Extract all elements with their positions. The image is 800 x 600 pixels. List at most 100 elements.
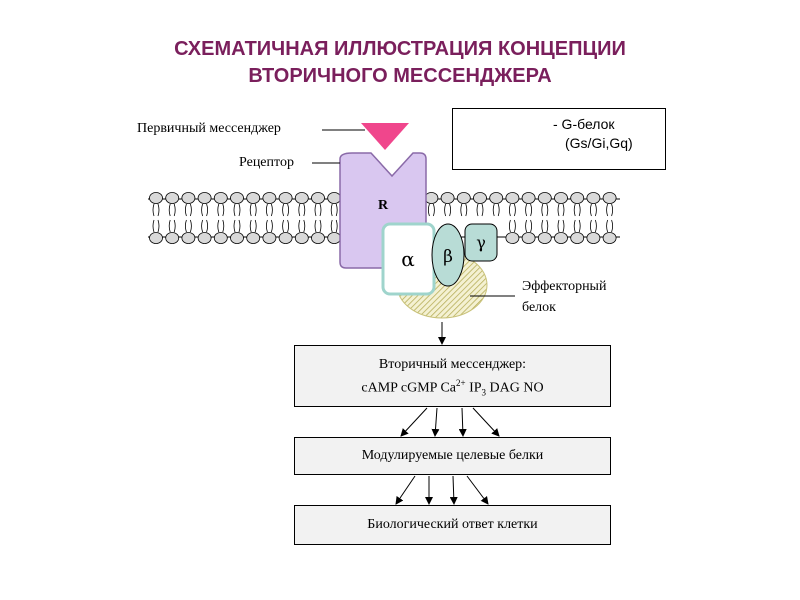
- lipid-head: [602, 232, 617, 244]
- lipid-head: [456, 192, 471, 204]
- lipid-head: [197, 232, 212, 244]
- lipid-head: [521, 232, 536, 244]
- lipid-tail: [509, 203, 516, 217]
- lipid-head: [505, 192, 520, 204]
- lipid-tail: [573, 203, 581, 217]
- lipid-tail: [557, 203, 565, 217]
- lipid-head: [554, 192, 568, 204]
- lipid-tail: [168, 219, 176, 233]
- receptor-letter: R: [378, 198, 389, 213]
- lipid-tail: [185, 219, 192, 233]
- lipid-head: [537, 232, 552, 244]
- lipid-tail: [314, 203, 322, 217]
- ip-subscript: 3: [481, 387, 487, 398]
- lipid-tail: [606, 219, 613, 233]
- lipid-tail: [492, 203, 500, 217]
- lipid-head: [570, 192, 585, 204]
- lipid-head: [165, 192, 180, 204]
- lipid-tail: [217, 219, 225, 233]
- lipid-tail: [282, 219, 289, 233]
- lipid-tail: [428, 203, 435, 217]
- lipid-head: [570, 232, 585, 244]
- lipid-head: [440, 192, 455, 204]
- effector-label-line-2: белок: [522, 300, 556, 315]
- effector-protein-label: Эффекторный белок: [522, 276, 606, 318]
- second-messenger-title: Вторичный мессенджер:: [378, 357, 527, 372]
- lipid-tail: [444, 203, 451, 217]
- lipid-head: [246, 232, 261, 244]
- arrows-to-biological-response: [395, 475, 489, 505]
- lipid-tail: [541, 203, 549, 217]
- lipid-head: [294, 232, 309, 244]
- receptor-label: Рецептор: [239, 155, 294, 170]
- lipid-tail: [233, 219, 241, 233]
- lipid-tail: [476, 203, 484, 217]
- lipid-head: [262, 192, 277, 204]
- alpha-symbol: α: [401, 247, 415, 271]
- second-messenger-list-prefix: cAMP cGMP Ca: [361, 380, 457, 396]
- lipid-head: [181, 232, 196, 244]
- g-protein-legend: - G-белок (Gs/Gi,Gq): [452, 108, 666, 170]
- lipid-tail: [525, 219, 532, 233]
- legend-text-line-2: (Gs/Gi,Gq): [565, 135, 633, 151]
- lipid-head: [181, 192, 196, 204]
- lipid-tail: [266, 203, 273, 217]
- lipid-tail: [314, 219, 322, 233]
- lipid-tail: [201, 219, 208, 233]
- lipid-tail: [217, 203, 225, 217]
- lipid-head: [294, 192, 309, 204]
- lipid-tail: [460, 203, 468, 217]
- lipid-head: [473, 192, 487, 204]
- lipid-tail: [249, 219, 257, 233]
- lipid-head: [278, 232, 293, 244]
- beta-symbol: β: [443, 247, 453, 267]
- lipid-head: [149, 192, 163, 204]
- lipid-head: [165, 232, 180, 244]
- biological-response-box: Биологический ответ клетки: [294, 505, 611, 545]
- lipid-head: [586, 232, 601, 244]
- legend-text-line-1: - G-белок: [553, 116, 615, 132]
- second-messenger-box: Вторичный мессенджер: cAMP cGMP Ca2+ IP3…: [294, 345, 611, 407]
- lipid-tail: [590, 219, 597, 233]
- page-title-line-2: ВТОРИЧНОГО МЕССЕНДЖЕРА: [248, 65, 552, 87]
- lipid-head: [230, 232, 244, 244]
- lipid-head: [311, 232, 325, 244]
- lipid-head: [602, 192, 617, 204]
- ca-superscript: 2+: [456, 378, 466, 388]
- modulated-target-proteins-box: Модулируемые целевые белки: [294, 437, 611, 475]
- lipid-tail: [330, 219, 338, 233]
- lipid-tail: [557, 219, 565, 233]
- lipid-head: [213, 192, 228, 204]
- lipid-head: [262, 232, 277, 244]
- lipid-head: [554, 232, 568, 244]
- lipid-tail: [266, 219, 273, 233]
- legend-text: - G-белок (Gs/Gi,Gq): [553, 115, 633, 153]
- lipid-tail: [152, 203, 160, 217]
- primary-messenger-ligand: [361, 123, 409, 150]
- primary-messenger-label: Первичный мессенджер: [137, 121, 281, 136]
- lipid-tail: [185, 203, 192, 217]
- lipid-head: [246, 192, 261, 204]
- gamma-symbol: γ: [476, 233, 486, 252]
- lipid-head: [149, 232, 163, 244]
- lipid-tail: [168, 203, 176, 217]
- lipid-tail: [282, 203, 289, 217]
- lipid-tail: [330, 203, 338, 217]
- g-protein-beta-subunit: [431, 223, 465, 287]
- lipid-tail: [541, 219, 549, 233]
- lipid-head: [521, 192, 536, 204]
- second-messenger-list: cAMP cGMP Ca2+ IP3 DAG NO: [295, 374, 610, 402]
- lipid-tail: [298, 203, 306, 217]
- lipid-head: [230, 192, 244, 204]
- lipid-head: [424, 192, 439, 204]
- lipid-head: [197, 192, 212, 204]
- lipid-head: [327, 192, 342, 204]
- lipid-head: [537, 192, 552, 204]
- lipid-tail: [233, 203, 241, 217]
- lipid-head: [278, 192, 293, 204]
- lipid-head: [311, 192, 325, 204]
- effector-label-line-1: Эффекторный: [522, 279, 607, 294]
- lipid-tail: [201, 203, 208, 217]
- arrows-to-target-proteins: [400, 407, 500, 437]
- lipid-head: [586, 192, 601, 204]
